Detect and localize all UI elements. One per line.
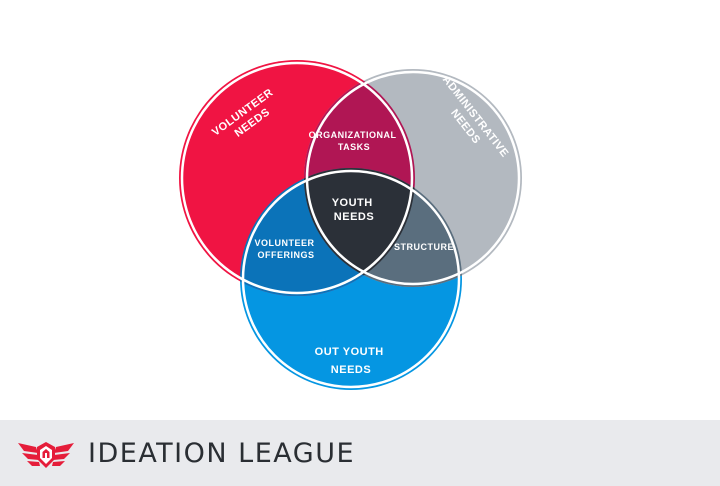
structure-label: STRUCTURE [394, 242, 454, 252]
volunteer-offerings-label: VOLUNTEER OFFERINGS [254, 238, 317, 260]
brand-name: IDEATION LEAGUE [88, 437, 356, 469]
volunteer-needs-outline [180, 61, 414, 295]
organizational-tasks-label: ORGANIZATIONAL TASKS [309, 130, 400, 152]
footer-bar: IDEATION LEAGUE [0, 420, 720, 486]
winged-shield-logo-icon [18, 442, 74, 468]
administrative-needs-outline [305, 70, 521, 286]
venn-diagram: VOLUNTEER NEEDS ADMINISTRATIVE NEEDS ORG… [179, 60, 522, 390]
youth-needs-label: YOUTH NEEDS [332, 197, 377, 223]
out-youth-needs-label: OUT YOUTH NEEDS [315, 346, 388, 376]
out-youth-needs-outline [241, 169, 461, 389]
